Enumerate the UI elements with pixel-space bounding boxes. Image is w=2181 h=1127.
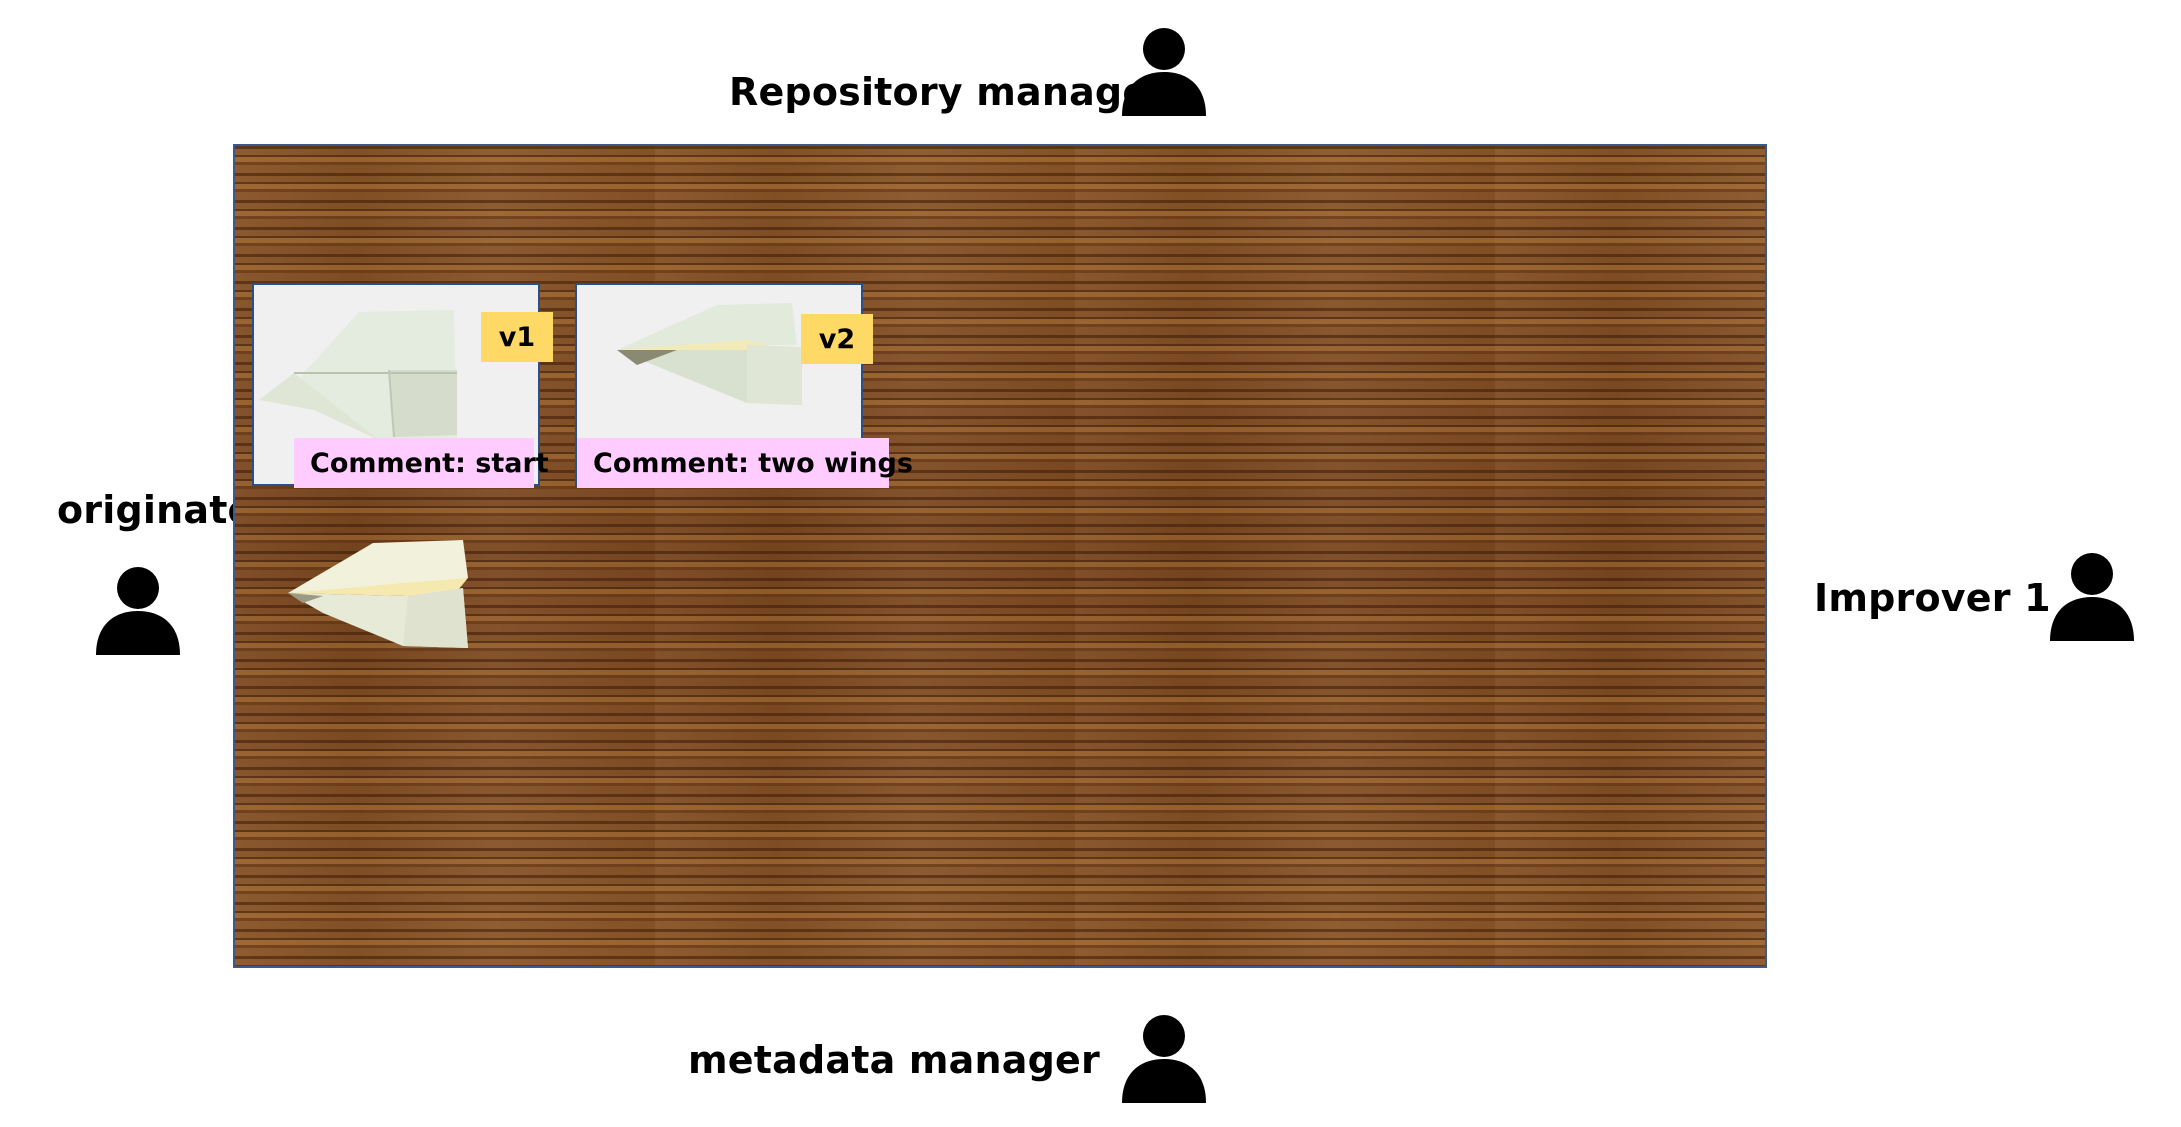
version-card-v2[interactable]: v2 Comment: two wings	[575, 283, 913, 488]
comment-label-v1: Comment: start	[294, 438, 549, 488]
paper-plane-v2-icon	[617, 303, 802, 405]
version-tag-v1: v1	[481, 312, 553, 362]
repository-manager-person-icon	[1122, 28, 1206, 116]
version-tag-v2: v2	[801, 314, 873, 364]
metadata-manager-person-icon	[1122, 1015, 1206, 1103]
comment-label-v2: Comment: two wings	[577, 438, 913, 488]
paper-plane-v1-icon	[259, 310, 457, 440]
paper-plane-on-table-icon	[288, 540, 468, 648]
version-card-v1[interactable]: v1 Comment: start	[252, 283, 553, 488]
wooden-table: v1 Comment: start v2 Comment: two wings	[233, 144, 1767, 968]
metadata-manager-label: metadata manager	[688, 1038, 1100, 1082]
improver-person-icon	[2050, 553, 2134, 641]
originator-person-icon	[96, 567, 180, 655]
improver-label: Improver 1	[1814, 576, 2051, 620]
repository-manager-label: Repository manager	[729, 70, 1168, 114]
